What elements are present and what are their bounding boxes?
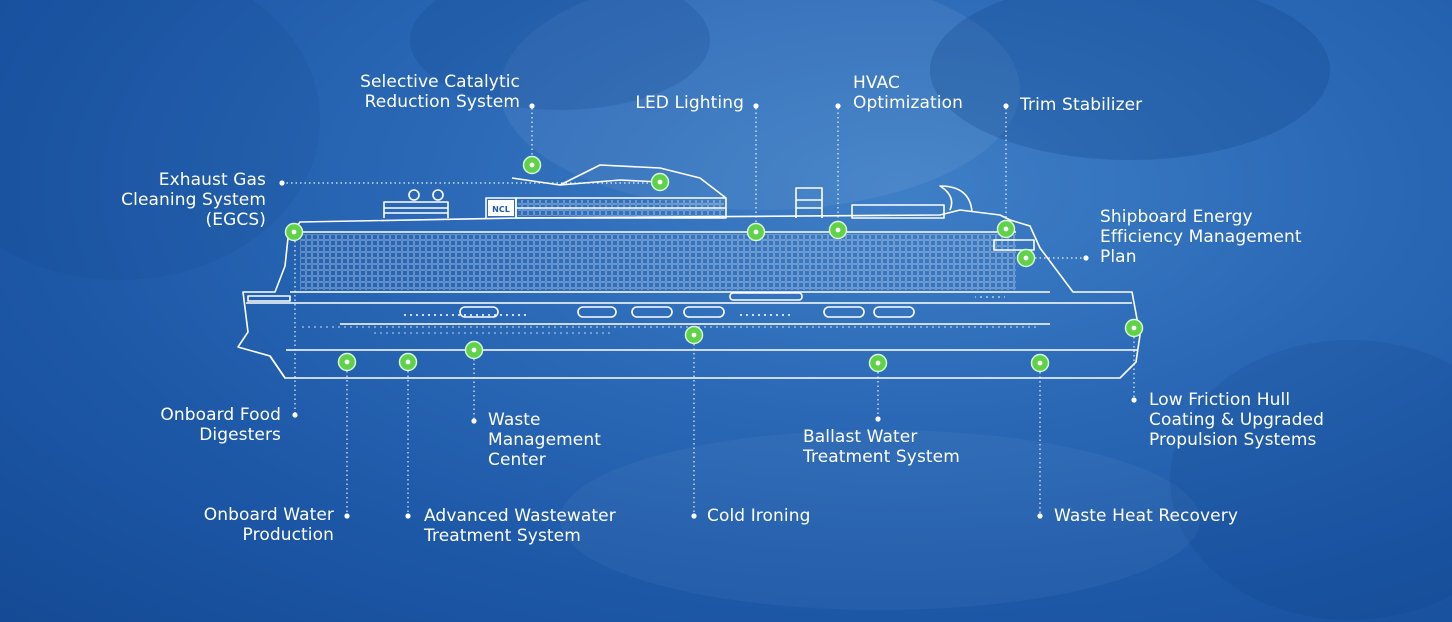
marker-heat [1030,353,1050,373]
marker-scr [522,155,542,175]
leader-end-dots [279,103,1137,519]
label-selective-catalytic-reduction: Selective Catalytic Reduction System [360,72,520,112]
label-waste-management-center: Waste Management Center [488,410,601,470]
ncl-logo-text: NCL [492,205,510,214]
marker-egcs [284,222,304,242]
label-shipboard-energy-plan: Shipboard Energy Efficiency Management P… [1100,207,1302,267]
marker-water [337,352,357,372]
marker-led [746,222,766,242]
marker-cold [684,325,704,345]
marker-egcs-top [650,172,670,192]
ship-outline [237,164,1141,379]
label-onboard-food-digesters: Onboard Food Digesters [160,405,281,445]
marker-hull [1124,318,1144,338]
marker-waste [464,340,484,360]
marker-awt [398,352,418,372]
label-advanced-wastewater-treatment: Advanced Wastewater Treatment System [424,506,616,546]
label-cold-ironing: Cold Ironing [707,506,811,526]
marker-trim [996,219,1016,239]
feature-markers [284,155,1144,373]
marker-hvac [828,220,848,240]
ncl-logo [488,200,514,216]
ship-windows [300,200,1040,337]
label-waste-heat-recovery: Waste Heat Recovery [1054,506,1238,526]
marker-ballast [868,353,888,373]
label-low-friction-hull: Low Friction Hull Coating & Upgraded Pro… [1149,390,1324,450]
marker-seemp [1016,248,1036,268]
label-led-lighting: LED Lighting [635,93,744,113]
label-ballast-water-treatment: Ballast Water Treatment System [803,427,960,467]
label-onboard-water-production: Onboard Water Production [203,505,334,545]
label-exhaust-gas-cleaning: Exhaust Gas Cleaning System (EGCS) [121,170,266,230]
label-hvac-optimization: HVAC Optimization [853,73,963,113]
leader-lines [282,108,1135,515]
label-trim-stabilizer: Trim Stabilizer [1020,95,1143,115]
